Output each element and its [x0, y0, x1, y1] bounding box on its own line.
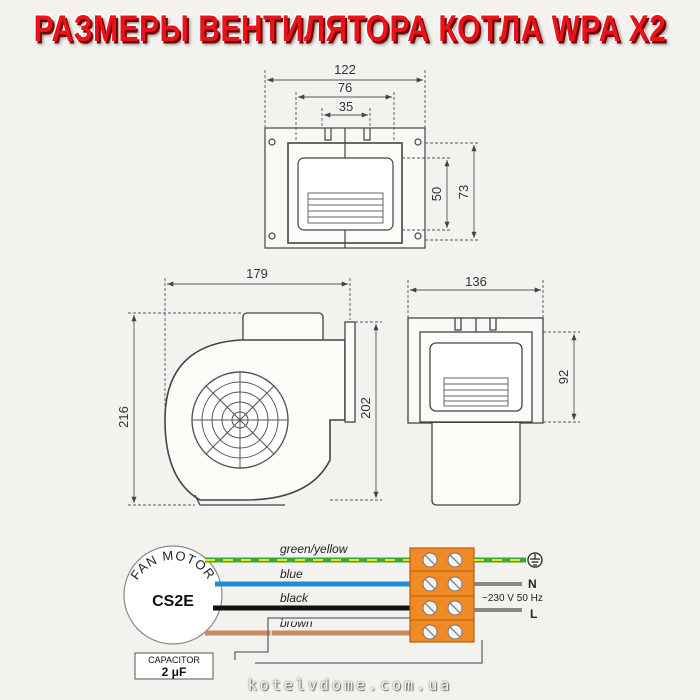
dim-top-width-inner: 35 [339, 99, 353, 114]
capacitor-value: 2 μF [162, 665, 187, 679]
wire-label-blue: blue [280, 567, 303, 581]
motor-model: CS2E [152, 593, 194, 610]
footer-site: kotelvdome.com.ua [247, 676, 453, 694]
wiring-diagram: FAN MOTOR CS2E green/yellow blue black b… [123, 542, 543, 680]
terminal-block [409, 547, 475, 643]
dim-side-height-total: 216 [116, 406, 131, 428]
capacitor-label: CAPACITOR [148, 655, 200, 665]
front-view [407, 317, 544, 506]
capacitor-symbol [134, 652, 214, 680]
dim-top-height-outer: 73 [456, 185, 471, 199]
dim-top-width-mid: 76 [338, 80, 352, 95]
dim-front-width: 136 [465, 274, 487, 289]
top-grille [307, 192, 384, 224]
wire-label-black: black [280, 591, 309, 605]
dim-front-height: 92 [556, 370, 571, 384]
front-view-dimensions [407, 280, 580, 423]
impeller-grille [191, 371, 289, 469]
live-label: L [530, 607, 537, 621]
wire-label-brown: brown [280, 616, 313, 630]
fan-motor-symbol [123, 545, 223, 645]
top-view-dimensions [264, 70, 480, 241]
side-view-dimensions [128, 278, 382, 506]
dim-top-width-total: 122 [334, 62, 356, 77]
side-view [164, 312, 356, 506]
dim-top-height-inner: 50 [429, 187, 444, 201]
capacitor-leads [234, 617, 486, 667]
supply-voltage-label: ~230 V 50 Hz [482, 593, 543, 604]
page-title: РАЗМЕРЫ ВЕНТИЛЯТОРА КОТЛА WPA X2 [33, 8, 667, 50]
dim-side-height-body: 202 [358, 397, 373, 419]
front-grille [443, 377, 509, 407]
ground-icon [527, 552, 543, 568]
dim-side-width: 179 [246, 266, 268, 281]
wire-label-green-yellow: green/yellow [280, 542, 349, 556]
neutral-label: N [528, 577, 537, 591]
top-view [264, 127, 426, 249]
